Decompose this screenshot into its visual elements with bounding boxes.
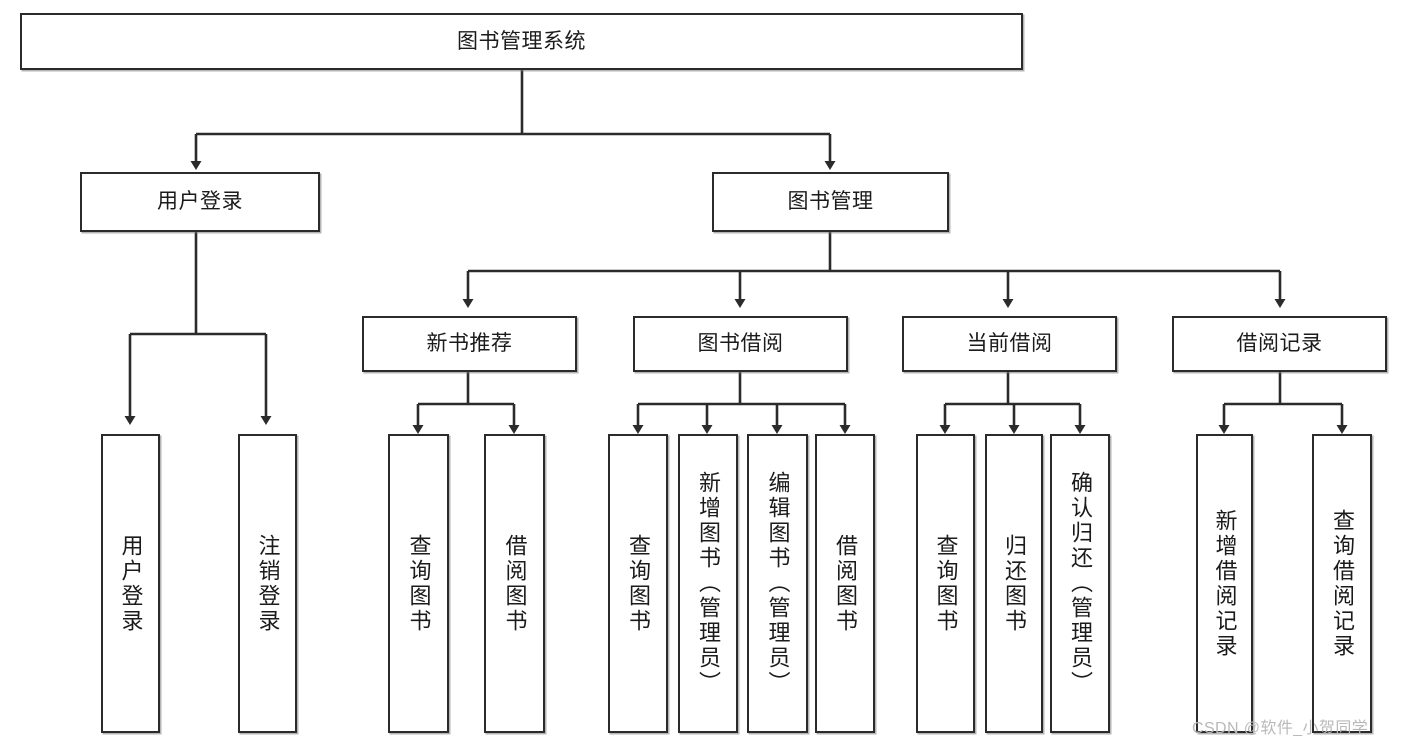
- leaf-add-borrow-record[interactable]: 新增借阅记录: [1196, 434, 1253, 733]
- leaf-user-login[interactable]: 用户登录: [101, 434, 160, 733]
- node-label: 新书推荐: [426, 332, 513, 356]
- node-label: 归还图书: [1002, 533, 1027, 634]
- leaf-borrow-book[interactable]: 借阅图书: [815, 434, 875, 733]
- leaf-query-book-current[interactable]: 查询图书: [916, 434, 975, 733]
- leaf-edit-book[interactable]: 编辑图书（管理员）: [747, 434, 808, 733]
- node-label: 借阅记录: [1236, 332, 1323, 356]
- node-label: 确认归还（管理员）: [1068, 471, 1093, 696]
- node-root-system[interactable]: 图书管理系统: [20, 13, 1023, 70]
- node-book-borrow[interactable]: 图书借阅: [633, 316, 848, 372]
- leaf-return-book[interactable]: 归还图书: [985, 434, 1043, 733]
- node-current-borrow[interactable]: 当前借阅: [902, 316, 1117, 372]
- node-label: 查询图书: [626, 533, 651, 634]
- node-book-manage[interactable]: 图书管理: [712, 172, 949, 232]
- node-label: 借阅图书: [502, 533, 528, 634]
- node-label: 图书管理系统: [457, 29, 586, 53]
- node-user-login[interactable]: 用户登录: [80, 172, 320, 232]
- node-label: 借阅图书: [833, 533, 858, 634]
- node-borrow-record[interactable]: 借阅记录: [1172, 316, 1387, 372]
- node-label: 新增图书（管理员）: [696, 471, 721, 696]
- node-label: 查询图书: [933, 533, 959, 634]
- leaf-add-book[interactable]: 新增图书（管理员）: [678, 434, 738, 733]
- node-label: 当前借阅: [966, 332, 1053, 356]
- node-label: 查询借阅记录: [1330, 508, 1355, 659]
- node-label: 用户登录: [157, 190, 243, 214]
- node-label: 查询图书: [406, 533, 432, 634]
- node-label: 新增借阅记录: [1212, 508, 1238, 659]
- leaf-query-book-recommend[interactable]: 查询图书: [388, 434, 449, 733]
- node-label: 注销登录: [255, 533, 281, 634]
- leaf-logout-login[interactable]: 注销登录: [238, 434, 297, 733]
- node-label: 图书管理: [787, 190, 874, 214]
- leaf-borrow-book-recommend[interactable]: 借阅图书: [484, 434, 545, 733]
- leaf-query-borrow-record[interactable]: 查询借阅记录: [1312, 434, 1372, 733]
- csdn-watermark: CSDN @软件_小贺同学: [1192, 720, 1369, 737]
- node-label: 图书借阅: [697, 332, 784, 356]
- leaf-confirm-return[interactable]: 确认归还（管理员）: [1050, 434, 1110, 733]
- leaf-query-book-borrow[interactable]: 查询图书: [608, 434, 668, 733]
- node-label: 编辑图书（管理员）: [765, 471, 791, 696]
- node-new-book-recommend[interactable]: 新书推荐: [362, 316, 577, 372]
- node-label: 用户登录: [118, 533, 144, 634]
